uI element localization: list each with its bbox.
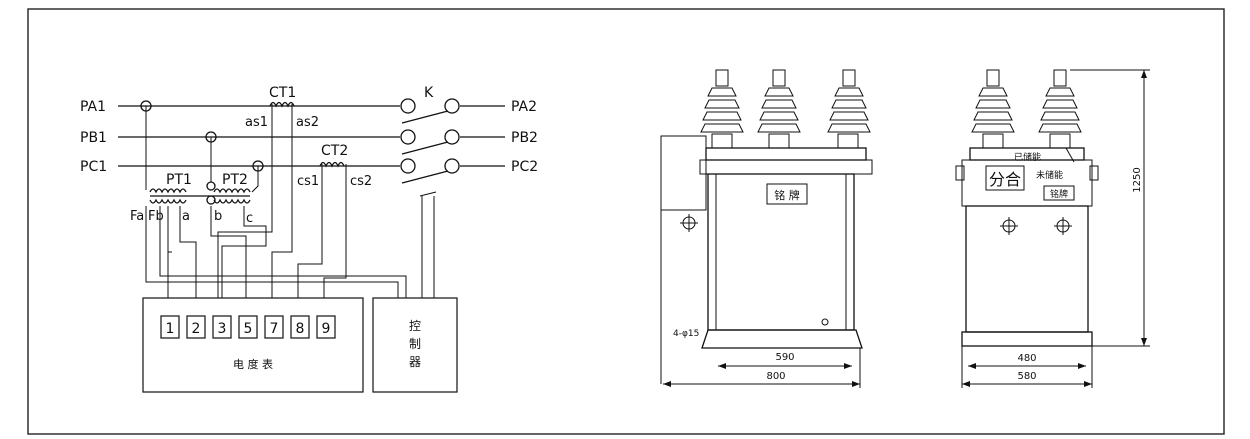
ct1-as2-label: as2: [296, 115, 319, 130]
side-dim-inner: 480: [1017, 353, 1036, 364]
current-transformer-ct1: CT1 as1 as2: [217, 85, 319, 316]
front-nameplate: 铭 牌: [774, 188, 800, 202]
phase-label-pc2: PC2: [511, 159, 538, 175]
ct2-label: CT2: [321, 143, 348, 159]
insulator-side-left: [971, 69, 1015, 149]
ct2-cs1-label: cs1: [297, 174, 319, 189]
insulator-right: [827, 69, 871, 149]
controller-label-3: 器: [409, 355, 421, 369]
phase-label-pb1: PB1: [80, 130, 107, 146]
pt2-label: PT2: [222, 172, 248, 188]
wiring-diagram: PA1 PB1 PC1 PA2 PB2 PC2 K CT1 as1 as2: [80, 85, 538, 393]
terminal-label-9: 9: [322, 321, 331, 337]
side-nameplate: 铭牌: [1050, 188, 1068, 200]
controller-label-1: 控: [409, 319, 421, 333]
side-dim-outer: 580: [1017, 371, 1036, 382]
insulator-left: [700, 69, 744, 149]
ct1-label: CT1: [269, 85, 296, 101]
phase-label-pa1: PA1: [80, 99, 106, 115]
insulator-middle: [757, 69, 801, 149]
terminal-label-2: 2: [192, 321, 201, 337]
terminal-label-7: 7: [270, 321, 279, 337]
insulator-side-right: [1038, 69, 1082, 149]
terminal-7: [264, 315, 284, 339]
breaker-switch-k: K: [400, 85, 460, 184]
hole-note: 4-φ15: [673, 329, 699, 339]
terminal-2: [186, 315, 206, 339]
energy-stored-label: 已储能: [1014, 151, 1041, 163]
phase-label-pc1: PC1: [80, 159, 107, 175]
terminal-label-1: 1: [166, 321, 175, 337]
switch-label-k: K: [424, 85, 434, 101]
phase-label-pa2: PA2: [511, 99, 537, 115]
terminal-label-3: 3: [218, 321, 227, 337]
phase-label-pb2: PB2: [511, 130, 538, 146]
pt-fb-label: Fb: [148, 209, 164, 224]
front-dim-outer: 800: [766, 371, 785, 382]
side-view: 分合 已储能 未储能 铭牌 1250 480 580: [955, 69, 1150, 388]
front-view: 铭 牌 4-φ15 590 800: [660, 69, 873, 388]
controller-label-2: 制: [409, 337, 421, 351]
ct1-as1-label: as1: [245, 115, 268, 130]
front-dim-inner: 590: [775, 352, 794, 363]
terminal-8: [290, 315, 310, 339]
terminal-label-8: 8: [296, 321, 305, 337]
height-dim: 1250: [1132, 167, 1143, 192]
sheet-frame: [27, 8, 1225, 435]
terminal-9: [316, 315, 336, 339]
ct2-cs2-label: cs2: [350, 174, 372, 189]
energy-meter: 1 2 3 5 7 8 9 电 度 表: [142, 297, 364, 393]
current-transformer-ct2: CT2 cs1 cs2: [297, 143, 372, 316]
pt-fa-label: Fa: [130, 209, 144, 224]
terminal-1: [160, 315, 180, 339]
pt-c-label: c: [246, 211, 253, 226]
open-close-label: 分合: [989, 170, 1021, 189]
voltage-transformers: PT1 PT2 Fa Fb a b c: [130, 106, 407, 316]
meter-label: 电 度 表: [233, 357, 273, 371]
controller: 控 制 器: [372, 297, 458, 393]
pt1-label: PT1: [166, 172, 192, 188]
pt-b-label: b: [214, 209, 222, 224]
terminal-label-5: 5: [244, 321, 253, 337]
terminal-3: [212, 315, 232, 339]
pt-a-label: a: [182, 209, 190, 224]
terminal-5: [238, 315, 258, 339]
energy-not-stored-label: 未储能: [1036, 169, 1063, 181]
